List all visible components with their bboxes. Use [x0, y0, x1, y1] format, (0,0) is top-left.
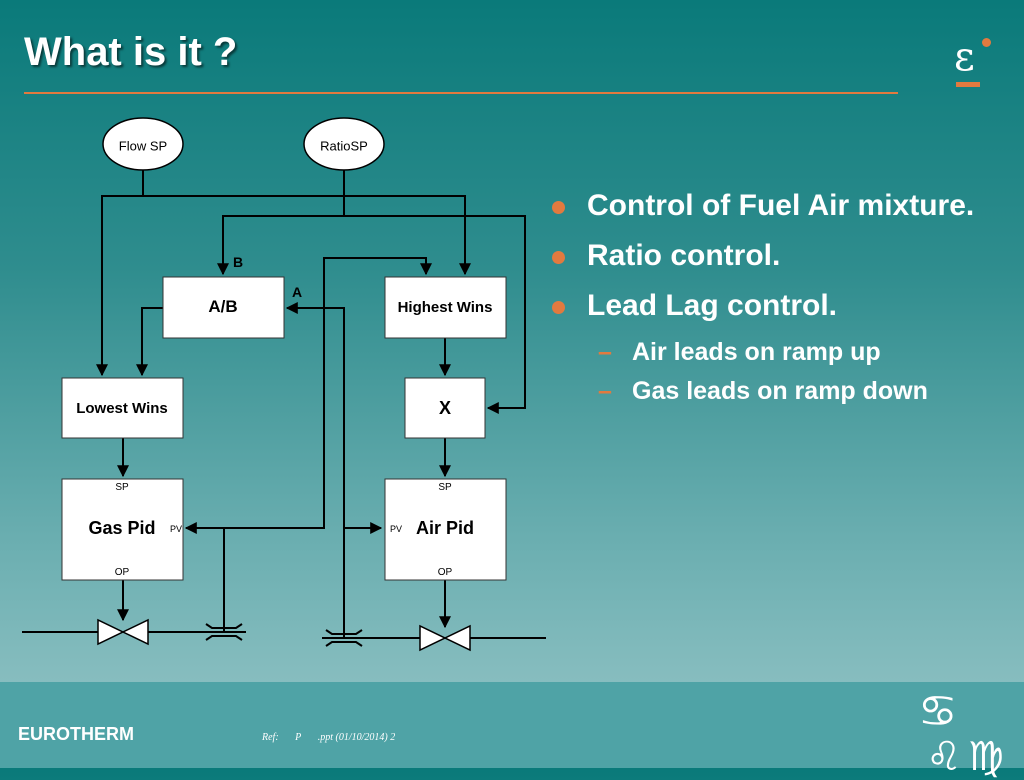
highest-wins-label: Highest Wins	[398, 299, 493, 316]
air-sp-label: SP	[438, 482, 452, 493]
eurotherm-logo-icon: ε	[948, 32, 998, 94]
highest-wins-block: Highest Wins	[384, 276, 507, 339]
logo-bar	[956, 82, 980, 87]
ref-label: Ref:	[262, 732, 279, 743]
bullet-text: Ratio control.	[587, 239, 781, 272]
sub-bullet-text: Gas leads on ramp down	[632, 377, 928, 405]
bullet-text: Lead Lag control.	[587, 289, 838, 322]
dash-icon: –	[598, 338, 612, 366]
air-op-label: OP	[438, 567, 453, 578]
gas-flow-meter-icon	[205, 623, 243, 641]
multiply-label: X	[439, 398, 451, 418]
control-diagram: Flow SP RatioSP A/B Highest Wins Lowest …	[22, 117, 546, 652]
epsilon-icon: ε	[954, 34, 975, 80]
air-pid-block: SP PV Air Pid OP	[384, 478, 507, 581]
zodiac-decoration-icon: ♋ ♌ ♍	[914, 682, 1024, 780]
flow-sp-node: Flow SP	[102, 117, 184, 171]
virgo-icon: ♍	[968, 734, 1004, 780]
multiply-block: X	[404, 377, 486, 439]
air-valve-icon	[419, 624, 471, 652]
bullet-item: Control of Fuel Air mixture.	[550, 186, 1010, 226]
ratio-sp-node: RatioSP	[303, 117, 385, 171]
gas-pid-block: SP Gas Pid PV OP	[61, 478, 184, 581]
title-divider	[24, 92, 898, 94]
lowest-wins-label: Lowest Wins	[76, 400, 168, 417]
air-flow-meter-icon	[325, 629, 363, 647]
ratio-sp-label: RatioSP	[320, 138, 368, 153]
lowest-wins-block: Lowest Wins	[61, 377, 184, 439]
air-pv-label: PV	[390, 524, 402, 534]
reference-text: Ref: P .ppt (01/10/2014) 2	[262, 732, 409, 743]
flow-sp-label: Flow SP	[119, 138, 167, 153]
gas-sp-label: SP	[115, 482, 129, 493]
gas-op-label: OP	[115, 567, 130, 578]
diagram-wires	[22, 170, 546, 639]
bullet-dot-icon	[552, 201, 565, 214]
input-b-label: B	[233, 254, 243, 270]
bullet-item: Ratio control.	[550, 236, 1010, 276]
cancer-icon: ♋	[918, 686, 958, 737]
leo-icon: ♌	[926, 734, 962, 780]
dash-icon: –	[598, 377, 612, 405]
gas-valve-icon	[97, 618, 149, 646]
sub-bullet-item: – Gas leads on ramp down	[550, 373, 1010, 409]
sub-bullet-text: Air leads on ramp up	[632, 338, 881, 366]
ref-file: .ppt (01/10/2014) 2	[317, 732, 396, 743]
bullet-dot-icon	[552, 251, 565, 264]
gas-pv-label: PV	[170, 524, 182, 534]
bullet-item: Lead Lag control.	[550, 286, 1010, 326]
ref-code: P	[295, 732, 302, 743]
footer: EUROTHERM Ref: P .ppt (01/10/2014) 2 ♋ ♌…	[0, 682, 1024, 780]
air-pid-label: Air Pid	[416, 518, 474, 538]
logo-dot	[982, 38, 991, 47]
ab-label: A/B	[208, 297, 237, 316]
bullet-text: Control of Fuel Air mixture.	[587, 189, 975, 222]
sub-bullet-item: – Air leads on ramp up	[550, 334, 1010, 370]
brand-name: EUROTHERM	[18, 724, 134, 744]
bullet-dot-icon	[552, 301, 565, 314]
ab-block: A/B	[162, 276, 285, 339]
gas-pid-label: Gas Pid	[88, 518, 155, 538]
input-a-label: A	[292, 284, 302, 300]
bullet-list: Control of Fuel Air mixture. Ratio contr…	[550, 186, 1010, 414]
page-title: What is it ?	[24, 30, 238, 74]
